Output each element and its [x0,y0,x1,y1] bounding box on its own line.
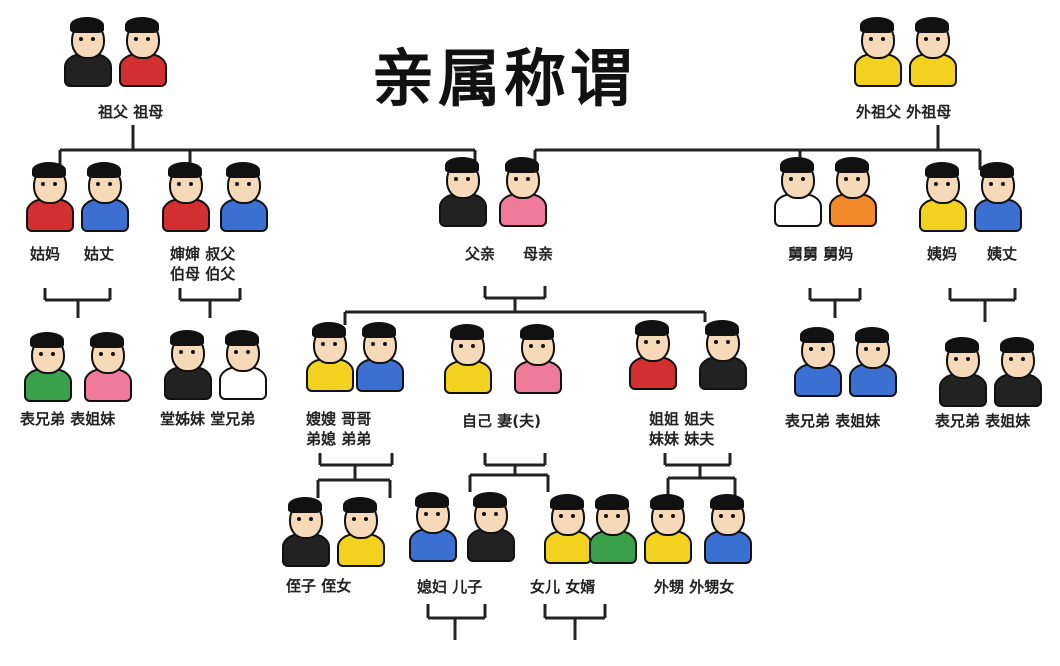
kin-label: 表兄弟 表姐妹 [20,410,116,428]
person-illustration [440,322,495,394]
person-illustration [915,160,970,232]
person-illustration [302,320,357,392]
kin-label: 伯母 伯父 [170,265,236,283]
person-illustration [935,335,990,407]
person-illustration [540,492,595,564]
kin-label: 婶婶 叔父 [170,245,236,263]
kin-label: 妹妹 妹夫 [649,430,715,448]
kin-label: 祖父 祖母 [98,103,164,121]
kin-label: 姨丈 [987,245,1018,263]
kin-label: 姑丈 [84,245,115,263]
kin-label: 堂姊妹 堂兄弟 [160,410,256,428]
kin-label: 表兄弟 表姐妹 [935,412,1031,430]
kin-label: 嫂嫂 哥哥 [306,410,372,428]
person-illustration [695,318,750,390]
kin-label: 外祖父 外祖母 [856,103,952,121]
person-illustration [115,15,170,87]
person-illustration [510,322,565,394]
diagram-title: 亲属称谓 [372,42,637,115]
kin-label: 姨妈 [927,245,958,263]
kin-label: 媳妇 儿子 [417,578,483,596]
person-illustration [352,320,407,392]
kin-label: 父亲 [465,245,496,263]
person-illustration [216,160,271,232]
person-illustration [160,328,215,400]
kin-label: 姑妈 [30,245,61,263]
person-illustration [825,155,880,227]
kin-label: 侄子 侄女 [286,577,352,595]
person-illustration [770,155,825,227]
person-illustration [790,325,845,397]
kin-label: 姐姐 姐夫 [649,410,715,428]
person-illustration [405,490,460,562]
person-illustration [80,330,135,402]
kin-label: 外甥 外甥女 [654,578,735,596]
person-illustration [845,325,900,397]
person-illustration [333,495,388,567]
person-illustration [60,15,115,87]
person-illustration [435,155,490,227]
kin-label: 舅舅 舅妈 [788,245,854,263]
person-illustration [215,328,270,400]
kin-label: 女儿 女婿 [530,578,596,596]
person-illustration [278,495,333,567]
kin-label: 母亲 [523,245,554,263]
kin-label: 弟媳 弟弟 [306,430,372,448]
person-illustration [625,318,680,390]
person-illustration [905,15,960,87]
kin-label: 表兄弟 表姐妹 [785,412,881,430]
person-illustration [700,492,755,564]
kin-label: 自己 妻(夫) [462,412,541,430]
person-illustration [158,160,213,232]
person-illustration [850,15,905,87]
person-illustration [495,155,550,227]
person-illustration [463,490,518,562]
person-illustration [970,160,1025,232]
person-illustration [640,492,695,564]
person-illustration [20,330,75,402]
person-illustration [585,492,640,564]
person-illustration [77,160,132,232]
person-illustration [22,160,77,232]
person-illustration [990,335,1045,407]
